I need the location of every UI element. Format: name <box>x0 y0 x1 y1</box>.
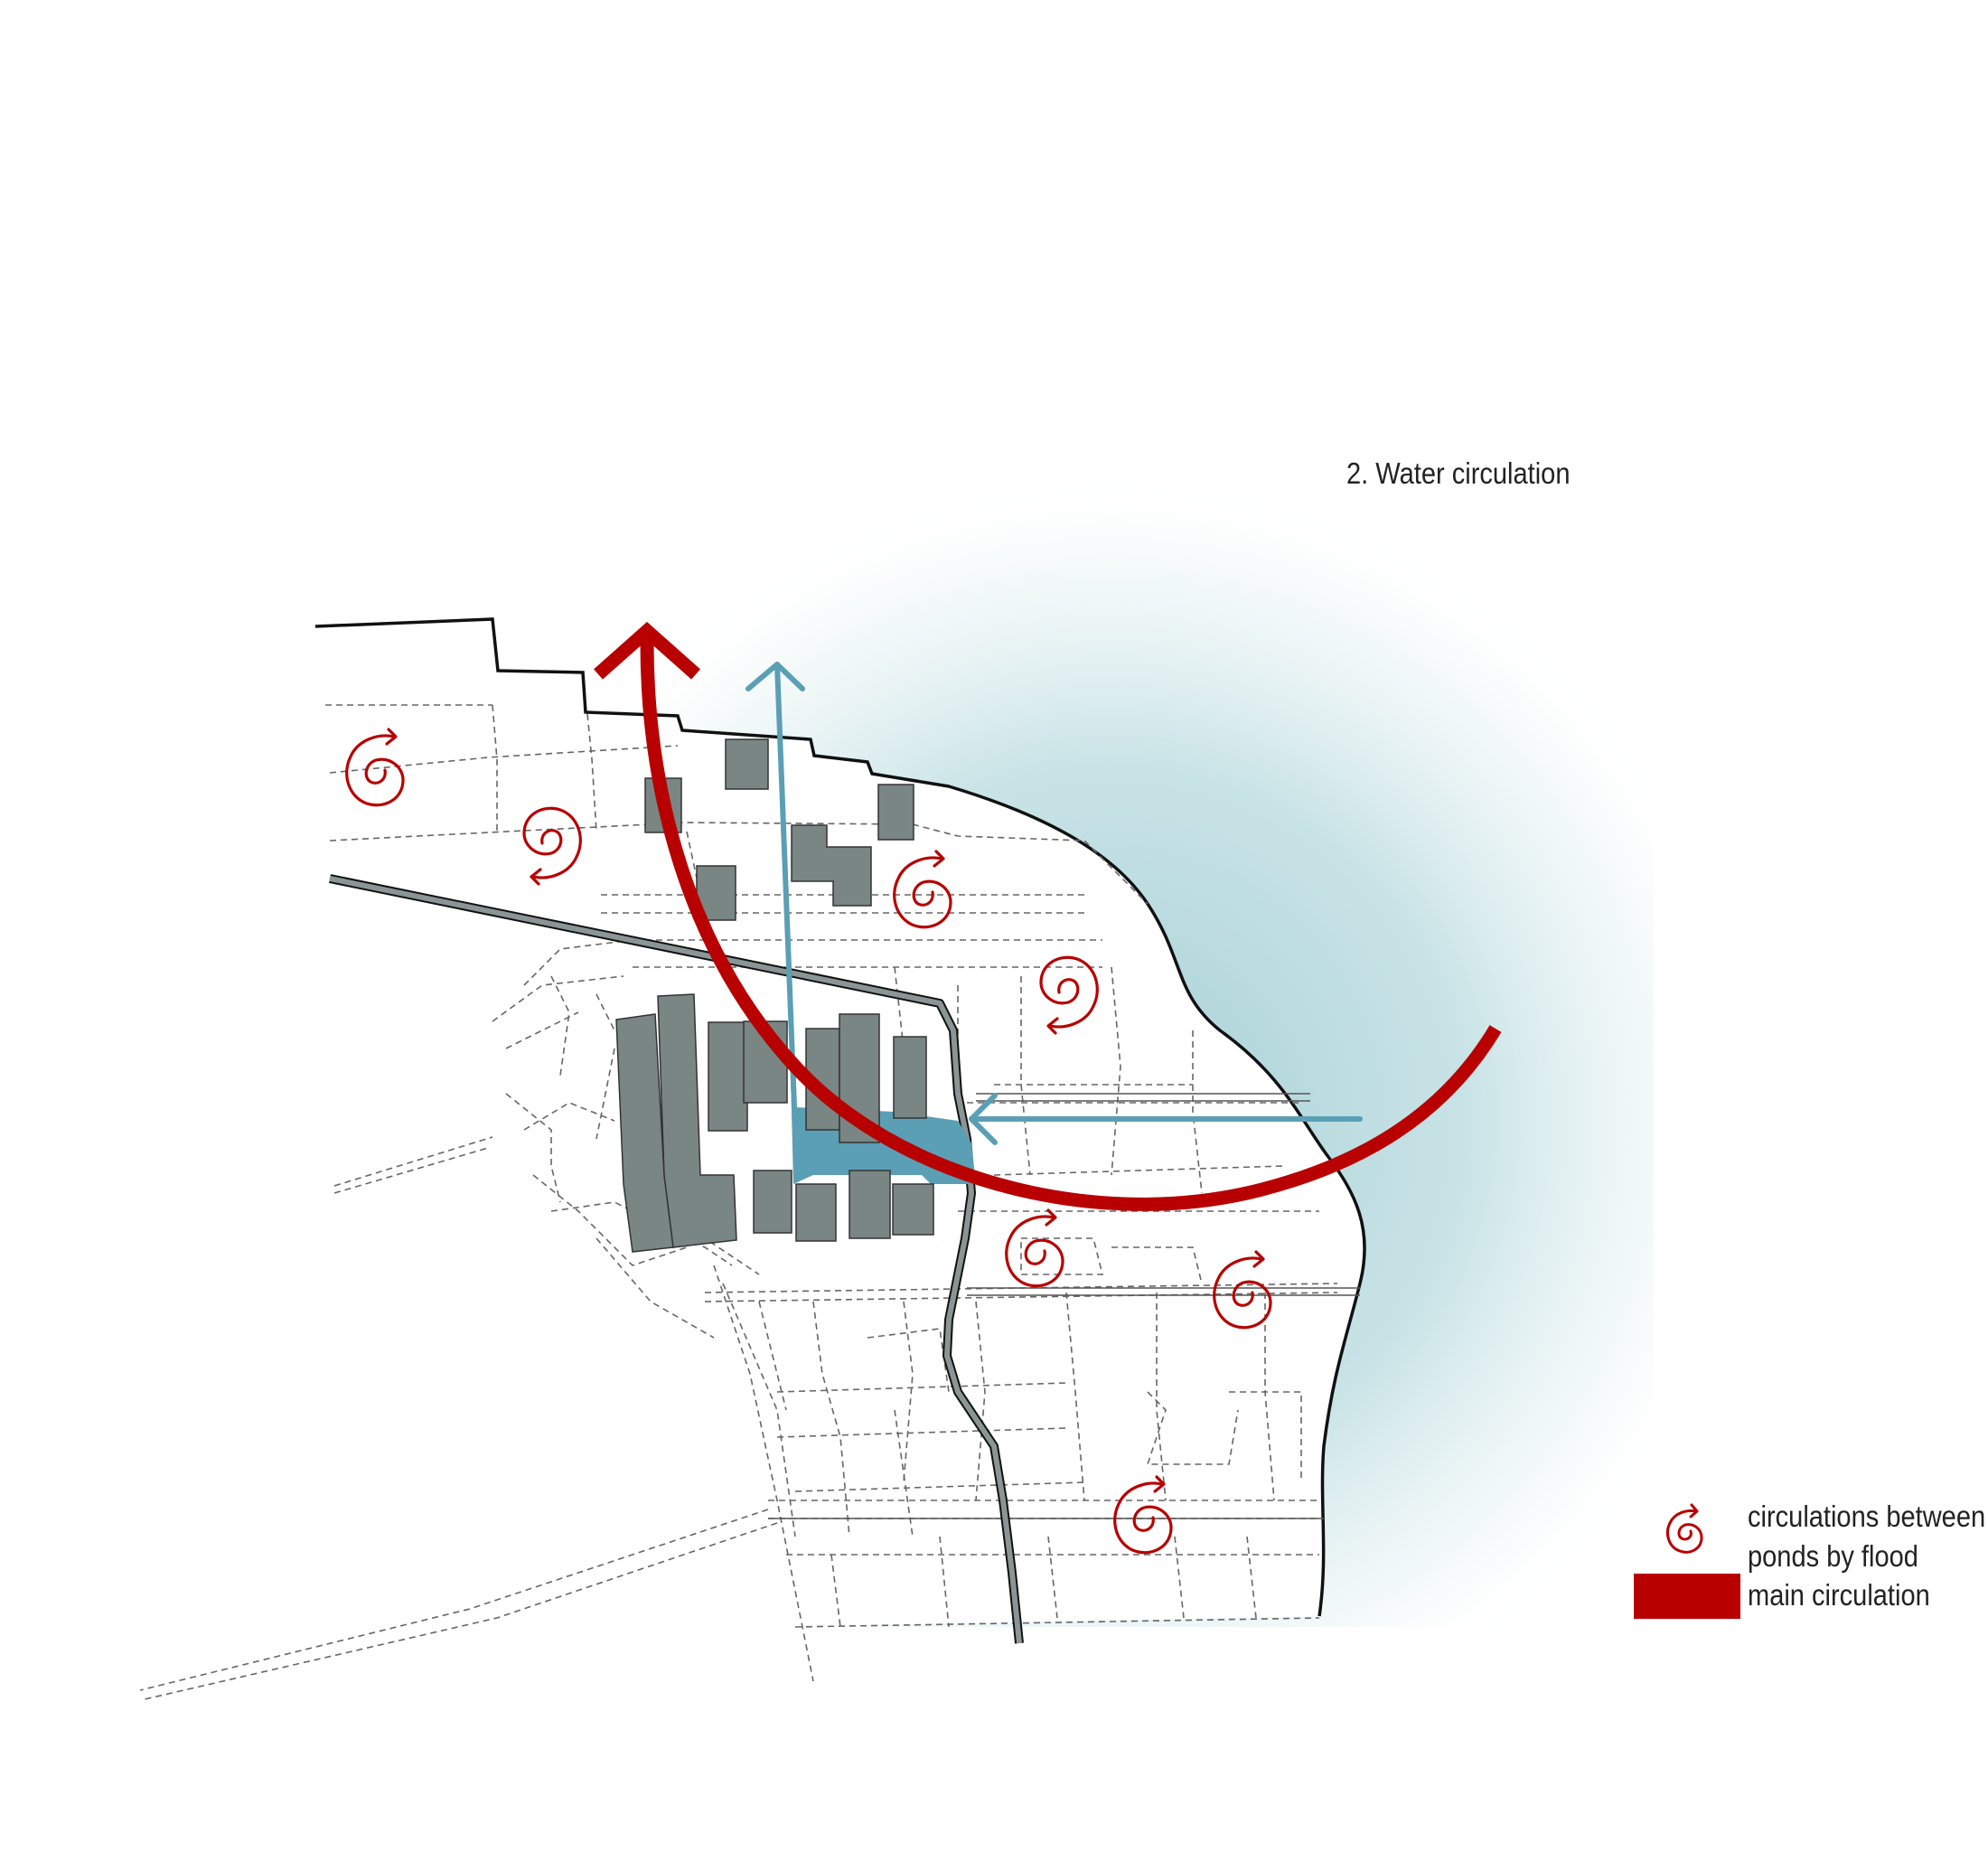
main-circulation-arc <box>594 621 1502 1211</box>
legend-swirl-icon <box>1666 1503 1703 1554</box>
street-lines <box>768 1093 1360 1519</box>
arrow-head-icon <box>594 621 700 680</box>
legend-swirl-label-line1: circulations between <box>1748 1500 1986 1533</box>
arrow-head-icon <box>969 1093 998 1145</box>
diagram-title: 2. Water circulation <box>1346 456 1571 490</box>
legend-main-circulation-label: main circulation <box>1748 1578 1930 1612</box>
legend-swirl-label-line2: ponds by flood <box>1748 1539 1918 1573</box>
arrow-head-icon <box>746 662 805 691</box>
flow-arrow-north <box>774 662 798 1133</box>
flow-arrows <box>746 662 1363 1145</box>
land-area <box>136 619 1365 1717</box>
legend-main-circulation-swatch <box>1634 1574 1740 1619</box>
